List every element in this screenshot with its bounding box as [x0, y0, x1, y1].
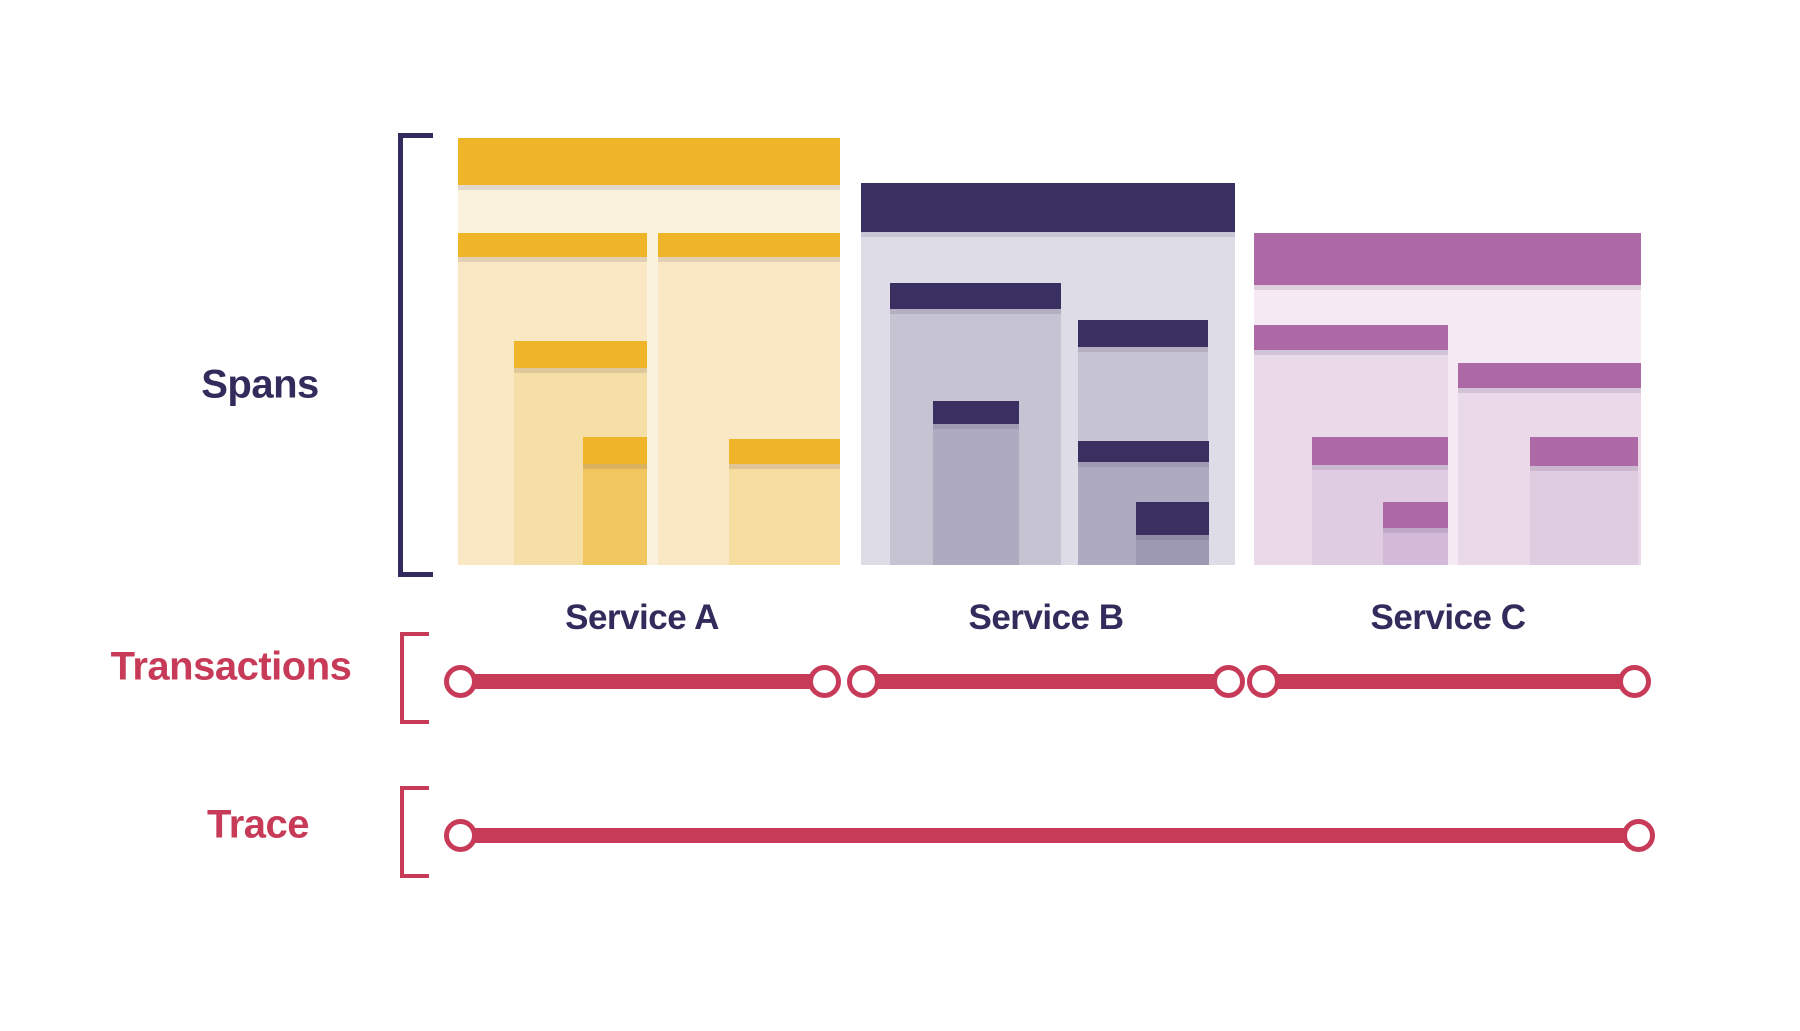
transaction-a-end-circle: [807, 664, 841, 698]
transaction-b-start-circle: [846, 664, 880, 698]
trace-end-circle: [1621, 818, 1655, 852]
transactions-bracket: [400, 632, 429, 724]
grandchild-span-bar: [1078, 441, 1209, 462]
great-grandchild-span-bar: [1383, 502, 1448, 528]
child-span-bar: [890, 283, 1061, 309]
grandchild-fill: [1530, 466, 1638, 565]
transaction-a-start-circle: [443, 664, 477, 698]
trace-bracket: [400, 786, 429, 878]
service-label-service-b: Service B: [968, 598, 1124, 637]
trace-row-label: Trace: [206, 802, 310, 847]
transaction-a-line: [460, 673, 824, 689]
transaction-c-end-circle: [1617, 664, 1651, 698]
child-span-bar: [1458, 363, 1641, 388]
great-grandchild-fill: [1383, 528, 1448, 565]
great-grandchild-fill: [583, 464, 647, 565]
grandchild-fill: [729, 464, 840, 565]
root-span-bar: [458, 138, 840, 185]
child-span-bar: [658, 233, 840, 257]
transaction-c-line: [1263, 673, 1634, 689]
grandchild-span-bar: [933, 401, 1019, 424]
transaction-b-line: [863, 673, 1228, 689]
trace-start-circle: [443, 818, 477, 852]
grandchild-fill: [933, 424, 1019, 565]
service-block-service-c: [1254, 233, 1641, 565]
great-grandchild-fill: [1136, 535, 1209, 565]
transaction-b-end-circle: [1211, 664, 1245, 698]
great-grandchild-span-bar: [1136, 502, 1209, 535]
child-span-bar: [458, 233, 647, 257]
spans-bracket: [398, 133, 433, 577]
trace-line: [460, 827, 1638, 843]
great-grandchild-span-bar: [583, 437, 647, 464]
grandchild-span-bar: [1530, 437, 1638, 466]
service-label-service-a: Service A: [565, 598, 719, 637]
service-block-service-a: [458, 138, 840, 565]
transaction-c-start-circle: [1246, 664, 1280, 698]
transactions-row-label: Transactions: [110, 644, 352, 689]
grandchild-span-bar: [514, 341, 647, 368]
service-block-service-b: [861, 183, 1235, 565]
service-label-service-c: Service C: [1370, 598, 1526, 637]
root-span-bar: [861, 183, 1235, 232]
grandchild-span-bar: [729, 439, 840, 464]
spans-row-label: Spans: [201, 362, 319, 407]
child-span-bar: [1254, 325, 1448, 350]
grandchild-span-bar: [1312, 437, 1448, 465]
child-span-bar: [1078, 320, 1208, 347]
root-span-bar: [1254, 233, 1641, 285]
